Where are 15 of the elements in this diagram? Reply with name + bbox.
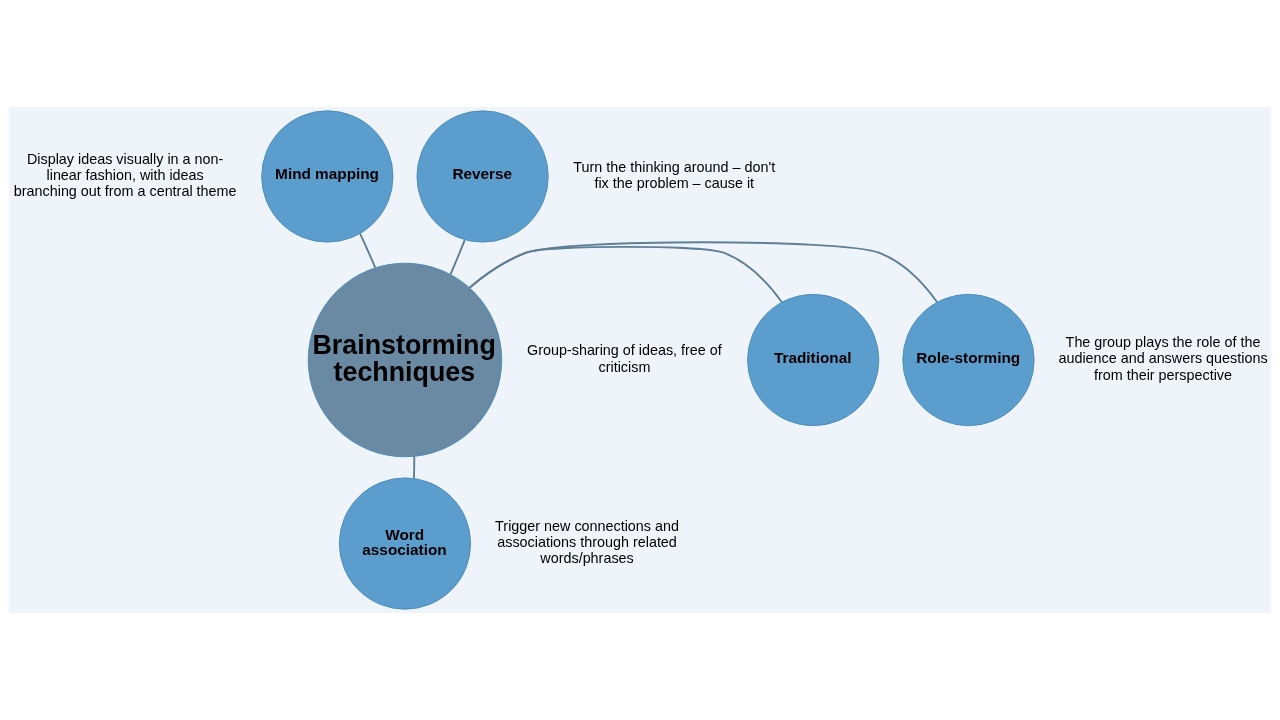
- node-label: The group plays the role of the audience and answers questions from their perspective: [1058, 334, 1268, 383]
- node-label: Turn the thinking around – don't fix the problem – cause it: [573, 158, 776, 191]
- connector: [468, 241, 938, 303]
- connector: [449, 239, 466, 276]
- node-circle: Reverse: [416, 110, 549, 243]
- node-label: Display ideas visually in a non-linear fashion, with ideas branching out from a central theme: [13, 150, 237, 200]
- node-circle: Mind mapping: [261, 110, 394, 243]
- connector: [413, 455, 416, 480]
- node-label: Trigger new connections and associations through related words/phrases: [495, 517, 679, 567]
- connector: [359, 232, 377, 269]
- node-label: Group-sharing of ideas, free of criticism: [527, 342, 722, 375]
- node-circle: Traditional: [747, 293, 880, 427]
- node-circle: Word association: [338, 477, 472, 610]
- node-circle: Role-storming: [902, 293, 1035, 427]
- node-circle: Brainstorming techniques: [307, 262, 503, 458]
